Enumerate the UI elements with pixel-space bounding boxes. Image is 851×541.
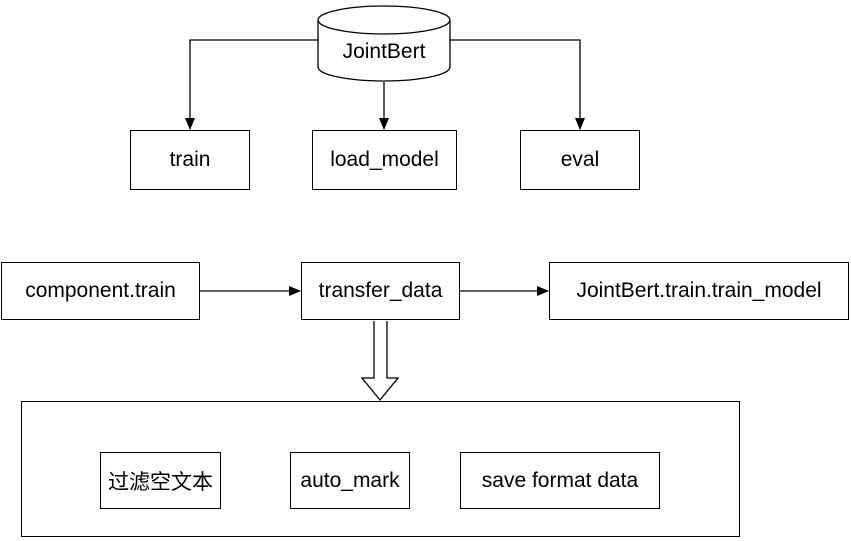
component-train-node: component.train: [1, 262, 200, 320]
connector-jointbert-to-eval: [450, 39, 585, 130]
train-node-label: train: [169, 148, 211, 171]
jointbert-train-train-model-node: JointBert.train.train_model: [549, 262, 849, 320]
auto-mark-node: auto_mark: [290, 452, 410, 509]
transfer-data-node: transfer_data: [301, 262, 460, 320]
jointbert-database-label: JointBert: [342, 40, 426, 63]
block-arrow-down-icon: [360, 321, 400, 402]
database-cylinder-icon: [317, 5, 451, 82]
load-model-node: load_model: [312, 130, 457, 190]
load-model-node-label: load_model: [330, 148, 439, 171]
connector-jointbert-to-train: [185, 39, 318, 130]
jointbert-database-node: JointBert: [318, 32, 450, 72]
filter-empty-text-node-label: 过滤空文本: [108, 470, 213, 494]
jointbert-train-train-model-node-label: JointBert.train.train_model: [576, 279, 822, 302]
eval-node-label: eval: [560, 148, 600, 171]
component-train-node-label: component.train: [25, 279, 176, 302]
eval-node: eval: [520, 130, 640, 190]
auto-mark-node-label: auto_mark: [300, 468, 400, 492]
transfer-data-node-label: transfer_data: [318, 279, 443, 302]
save-format-data-node-label: save format data: [481, 468, 639, 492]
filter-empty-text-node: 过滤空文本: [100, 452, 221, 509]
save-format-data-node: save format data: [460, 452, 660, 509]
train-node: train: [130, 130, 250, 190]
